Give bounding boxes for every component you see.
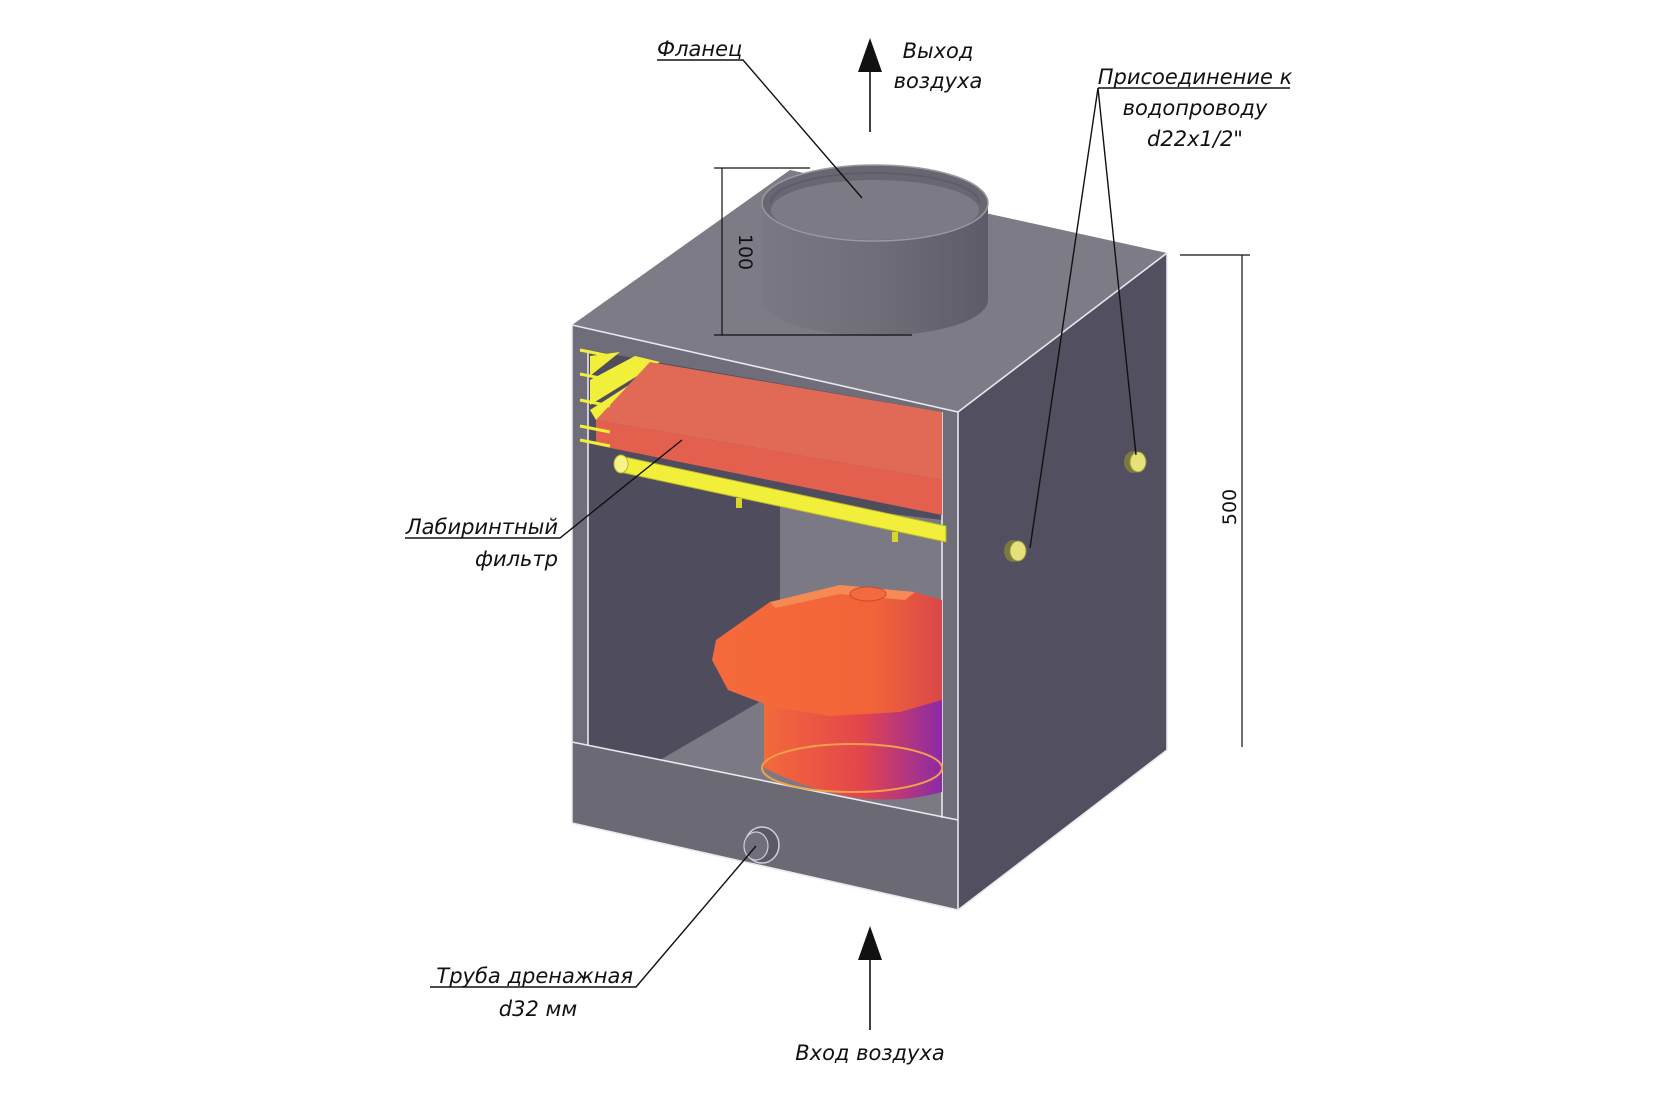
fan (712, 585, 943, 800)
label-filter-line2: фильтр (475, 547, 558, 571)
dimension-box-height: 500 (1180, 254, 1250, 747)
label-water-line3: d22x1/2" (1147, 127, 1243, 151)
label-drain-line1: Труба дренажная (436, 964, 633, 988)
drain-pipe-icon (743, 826, 780, 864)
label-air-in: Вход воздуха (795, 1041, 945, 1065)
labyrinth-filter (579, 348, 942, 515)
filter-plate-front (596, 420, 942, 515)
leader-lines (405, 59, 1290, 988)
dimension-flange-height: 100 (714, 167, 912, 336)
air-in-arrow-icon (858, 926, 882, 1030)
water-connector-icon (1004, 540, 1027, 562)
air-out-arrow-icon (858, 38, 882, 132)
label-air-out-line1: Выход (903, 39, 974, 63)
label-flange: Фланец (657, 37, 742, 61)
dimension-box-height-value: 500 (1219, 489, 1241, 525)
label-drain-line2: d32 мм (499, 997, 578, 1021)
spray-pipe (613, 454, 947, 543)
lower-front-plate (572, 742, 958, 910)
label-air-out-line2: воздуха (894, 69, 983, 93)
water-connectors (1004, 451, 1147, 562)
dimension-flange-height-value: 100 (734, 234, 756, 270)
housing-side-face (958, 253, 1167, 910)
flange-cylinder (761, 164, 989, 336)
filter-fin (590, 352, 620, 376)
fan-cap (712, 585, 942, 716)
label-filter-line1: Лабиринтный (405, 515, 558, 539)
filter-plate-top (596, 362, 942, 480)
label-water-line1: Присоединение к (1098, 65, 1293, 89)
water-connector-icon (1124, 451, 1147, 473)
label-water-line2: водопроводу (1123, 96, 1268, 120)
filter-fin (590, 356, 660, 405)
